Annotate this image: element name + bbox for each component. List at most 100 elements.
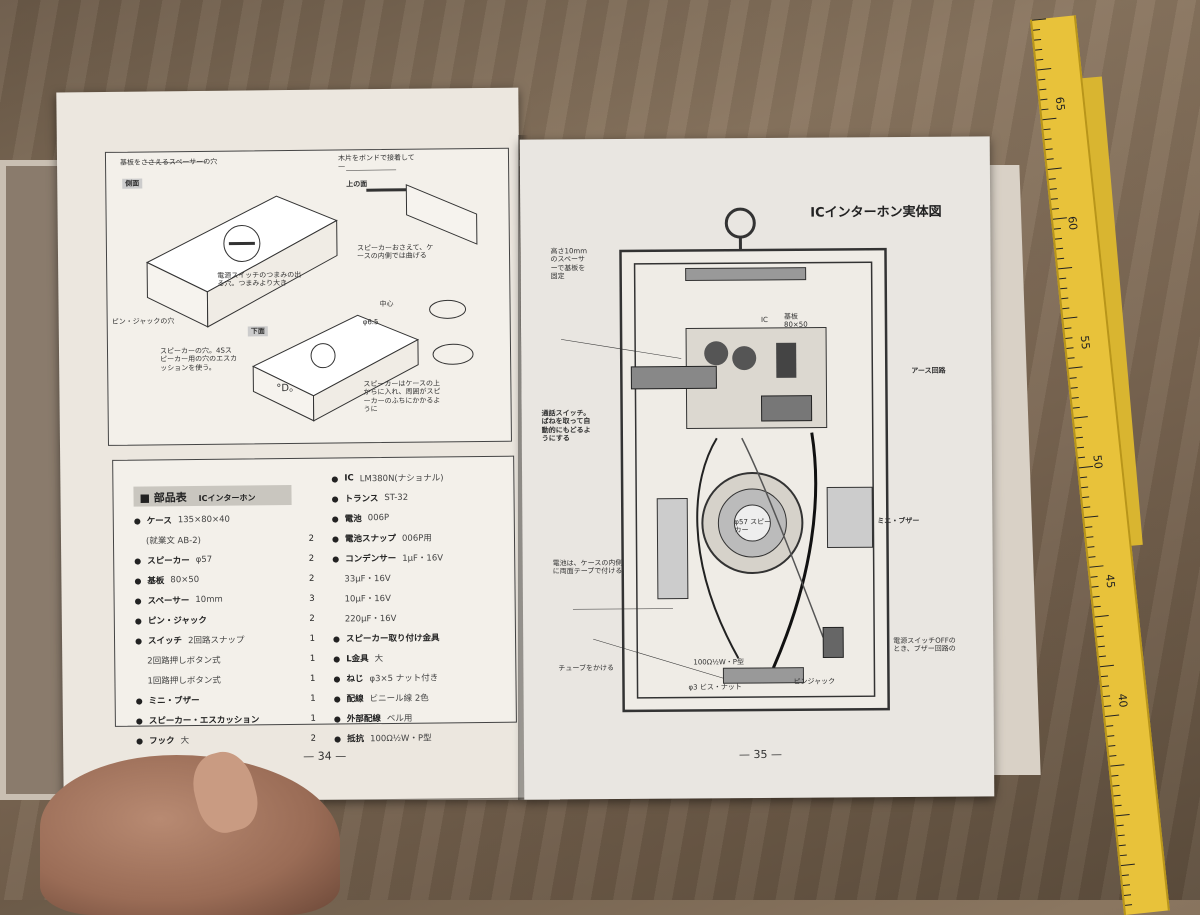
part-name: 電池スナップ xyxy=(345,532,396,545)
ruler-tick xyxy=(1068,357,1075,359)
part-spec: 大 xyxy=(181,734,190,746)
label-speaker-side: スピーカーはケースの上からに入れ、周囲がスピーカーのふちにかかるように xyxy=(363,379,443,413)
ruler-tick xyxy=(1104,705,1111,707)
parts-row: 33μF・16V xyxy=(332,567,510,589)
wiring-diagram xyxy=(520,136,995,799)
ruler-tick xyxy=(1054,228,1061,230)
ruler-tick xyxy=(1103,695,1110,697)
ruler-tick xyxy=(1047,158,1054,160)
part-name: 電池 xyxy=(345,512,362,524)
ruler-tick xyxy=(1088,556,1095,558)
ruler-tick xyxy=(1083,506,1090,508)
ruler-tick xyxy=(1084,516,1098,518)
ruler-tick xyxy=(1092,586,1099,588)
ruler-tick xyxy=(1060,288,1067,290)
ruler-tick xyxy=(1085,526,1092,528)
ruler-tick xyxy=(1118,835,1125,837)
ruler-tick xyxy=(1058,267,1072,269)
part-spec: 33μF・16V xyxy=(344,572,390,584)
label-switch-note: 電源スイッチのつまみの出る穴。つまみより大き xyxy=(217,271,307,289)
part-name: フック xyxy=(149,734,175,746)
ruler-tick xyxy=(1102,685,1109,687)
ruler-tick xyxy=(1093,596,1100,598)
case-diagram-frame: 基板をささえるスペーサーの穴 側面 木片をボンドで接着して— 上の面 電源スイッ… xyxy=(105,148,512,446)
bullet-icon: ● xyxy=(332,494,339,503)
label-speaker-hole: スピーカーの穴。4Sスピーカー用の穴のエスカッションを使う。 xyxy=(160,347,238,373)
ruler-tick xyxy=(1096,626,1103,628)
part-name: スピーカー xyxy=(147,554,190,566)
ruler-tick xyxy=(1122,874,1129,876)
part-name: トランス xyxy=(344,492,378,504)
part-qty: 1 xyxy=(310,714,316,724)
ruler-tick xyxy=(1037,68,1051,70)
part-spec: 10mm xyxy=(195,595,222,605)
part-name: ケース xyxy=(147,514,172,526)
part-name: スイッチ xyxy=(148,634,182,646)
part-spec: ST-32 xyxy=(384,493,408,503)
label-resistor: 100Ω½W・P型 xyxy=(693,658,744,667)
ruler-tick xyxy=(1066,347,1073,349)
ruler-tick xyxy=(1059,278,1066,280)
ruler-tick xyxy=(1109,755,1116,757)
label-ic: IC xyxy=(761,316,768,324)
part-name: IC xyxy=(344,473,354,483)
bullet-icon: ● xyxy=(334,734,341,743)
ruler-tick xyxy=(1045,138,1052,140)
label-pin-jack: ピン・ジャックの穴 xyxy=(112,317,175,326)
ruler-number: 55 xyxy=(1078,335,1092,350)
ruler-number: 60 xyxy=(1065,216,1079,231)
ruler-tick xyxy=(1073,407,1080,409)
bullet-icon: ● xyxy=(334,694,341,703)
ruler-tick xyxy=(1036,59,1043,61)
ruler-tick xyxy=(1087,546,1094,548)
part-name: コンデンサー xyxy=(345,552,396,565)
parts-title-text: ■ 部品表 xyxy=(139,491,186,504)
part-qty: 2 xyxy=(309,534,315,544)
part-name: ピン・ジャック xyxy=(148,614,207,627)
parts-row: ●スピーカー取り付け金具 xyxy=(333,627,511,649)
bullet-icon: ● xyxy=(332,554,339,563)
part-qty: 2 xyxy=(309,574,315,584)
bullet-icon: ● xyxy=(332,534,339,543)
part-spec: ビニール線 2色 xyxy=(370,692,429,705)
bullet-icon: ● xyxy=(334,714,341,723)
ruler-tick xyxy=(1095,615,1109,617)
part-qty: 1 xyxy=(310,654,316,664)
ruler-tick xyxy=(1097,636,1104,638)
ruler-tick xyxy=(1065,337,1072,339)
logo-mark: °D。 xyxy=(276,383,299,395)
part-name: スペーサー xyxy=(148,594,190,606)
ruler-tick xyxy=(1123,884,1130,886)
ruler-tick xyxy=(1124,894,1131,896)
part-spec: φ57 xyxy=(196,555,213,565)
bullet-icon: ● xyxy=(134,556,141,565)
ruler-tick xyxy=(1107,735,1114,737)
label-tube-note: チューブをかける xyxy=(558,664,628,673)
ruler-tick xyxy=(1094,606,1101,608)
ruler-tick xyxy=(1082,496,1089,498)
ruler-tick xyxy=(1110,764,1124,766)
part-name: スピーカー取り付け金具 xyxy=(346,631,440,644)
ruler-tick xyxy=(1034,39,1041,41)
right-page: ICインターホン実体図 高さ10mmのスペーサーで基板を固定 通話スイッチ。ばね… xyxy=(520,136,995,799)
label-spacer-note: 高さ10mmのスペーサーで基板を固定 xyxy=(550,247,590,281)
bullet-icon: ● xyxy=(333,654,340,663)
ruler-tick xyxy=(1076,437,1083,439)
parts-row: ●配線ビニール線 2色 xyxy=(334,687,512,709)
part-spec: 80×50 xyxy=(170,575,199,585)
ruler-tick xyxy=(1074,416,1088,418)
ruler-tick xyxy=(1049,178,1056,180)
ruler-tick xyxy=(1106,725,1113,727)
label-switch-note: 通話スイッチ。ばねを取って自動的にもどるようにする xyxy=(542,409,597,443)
ruler-tick xyxy=(1078,457,1085,459)
